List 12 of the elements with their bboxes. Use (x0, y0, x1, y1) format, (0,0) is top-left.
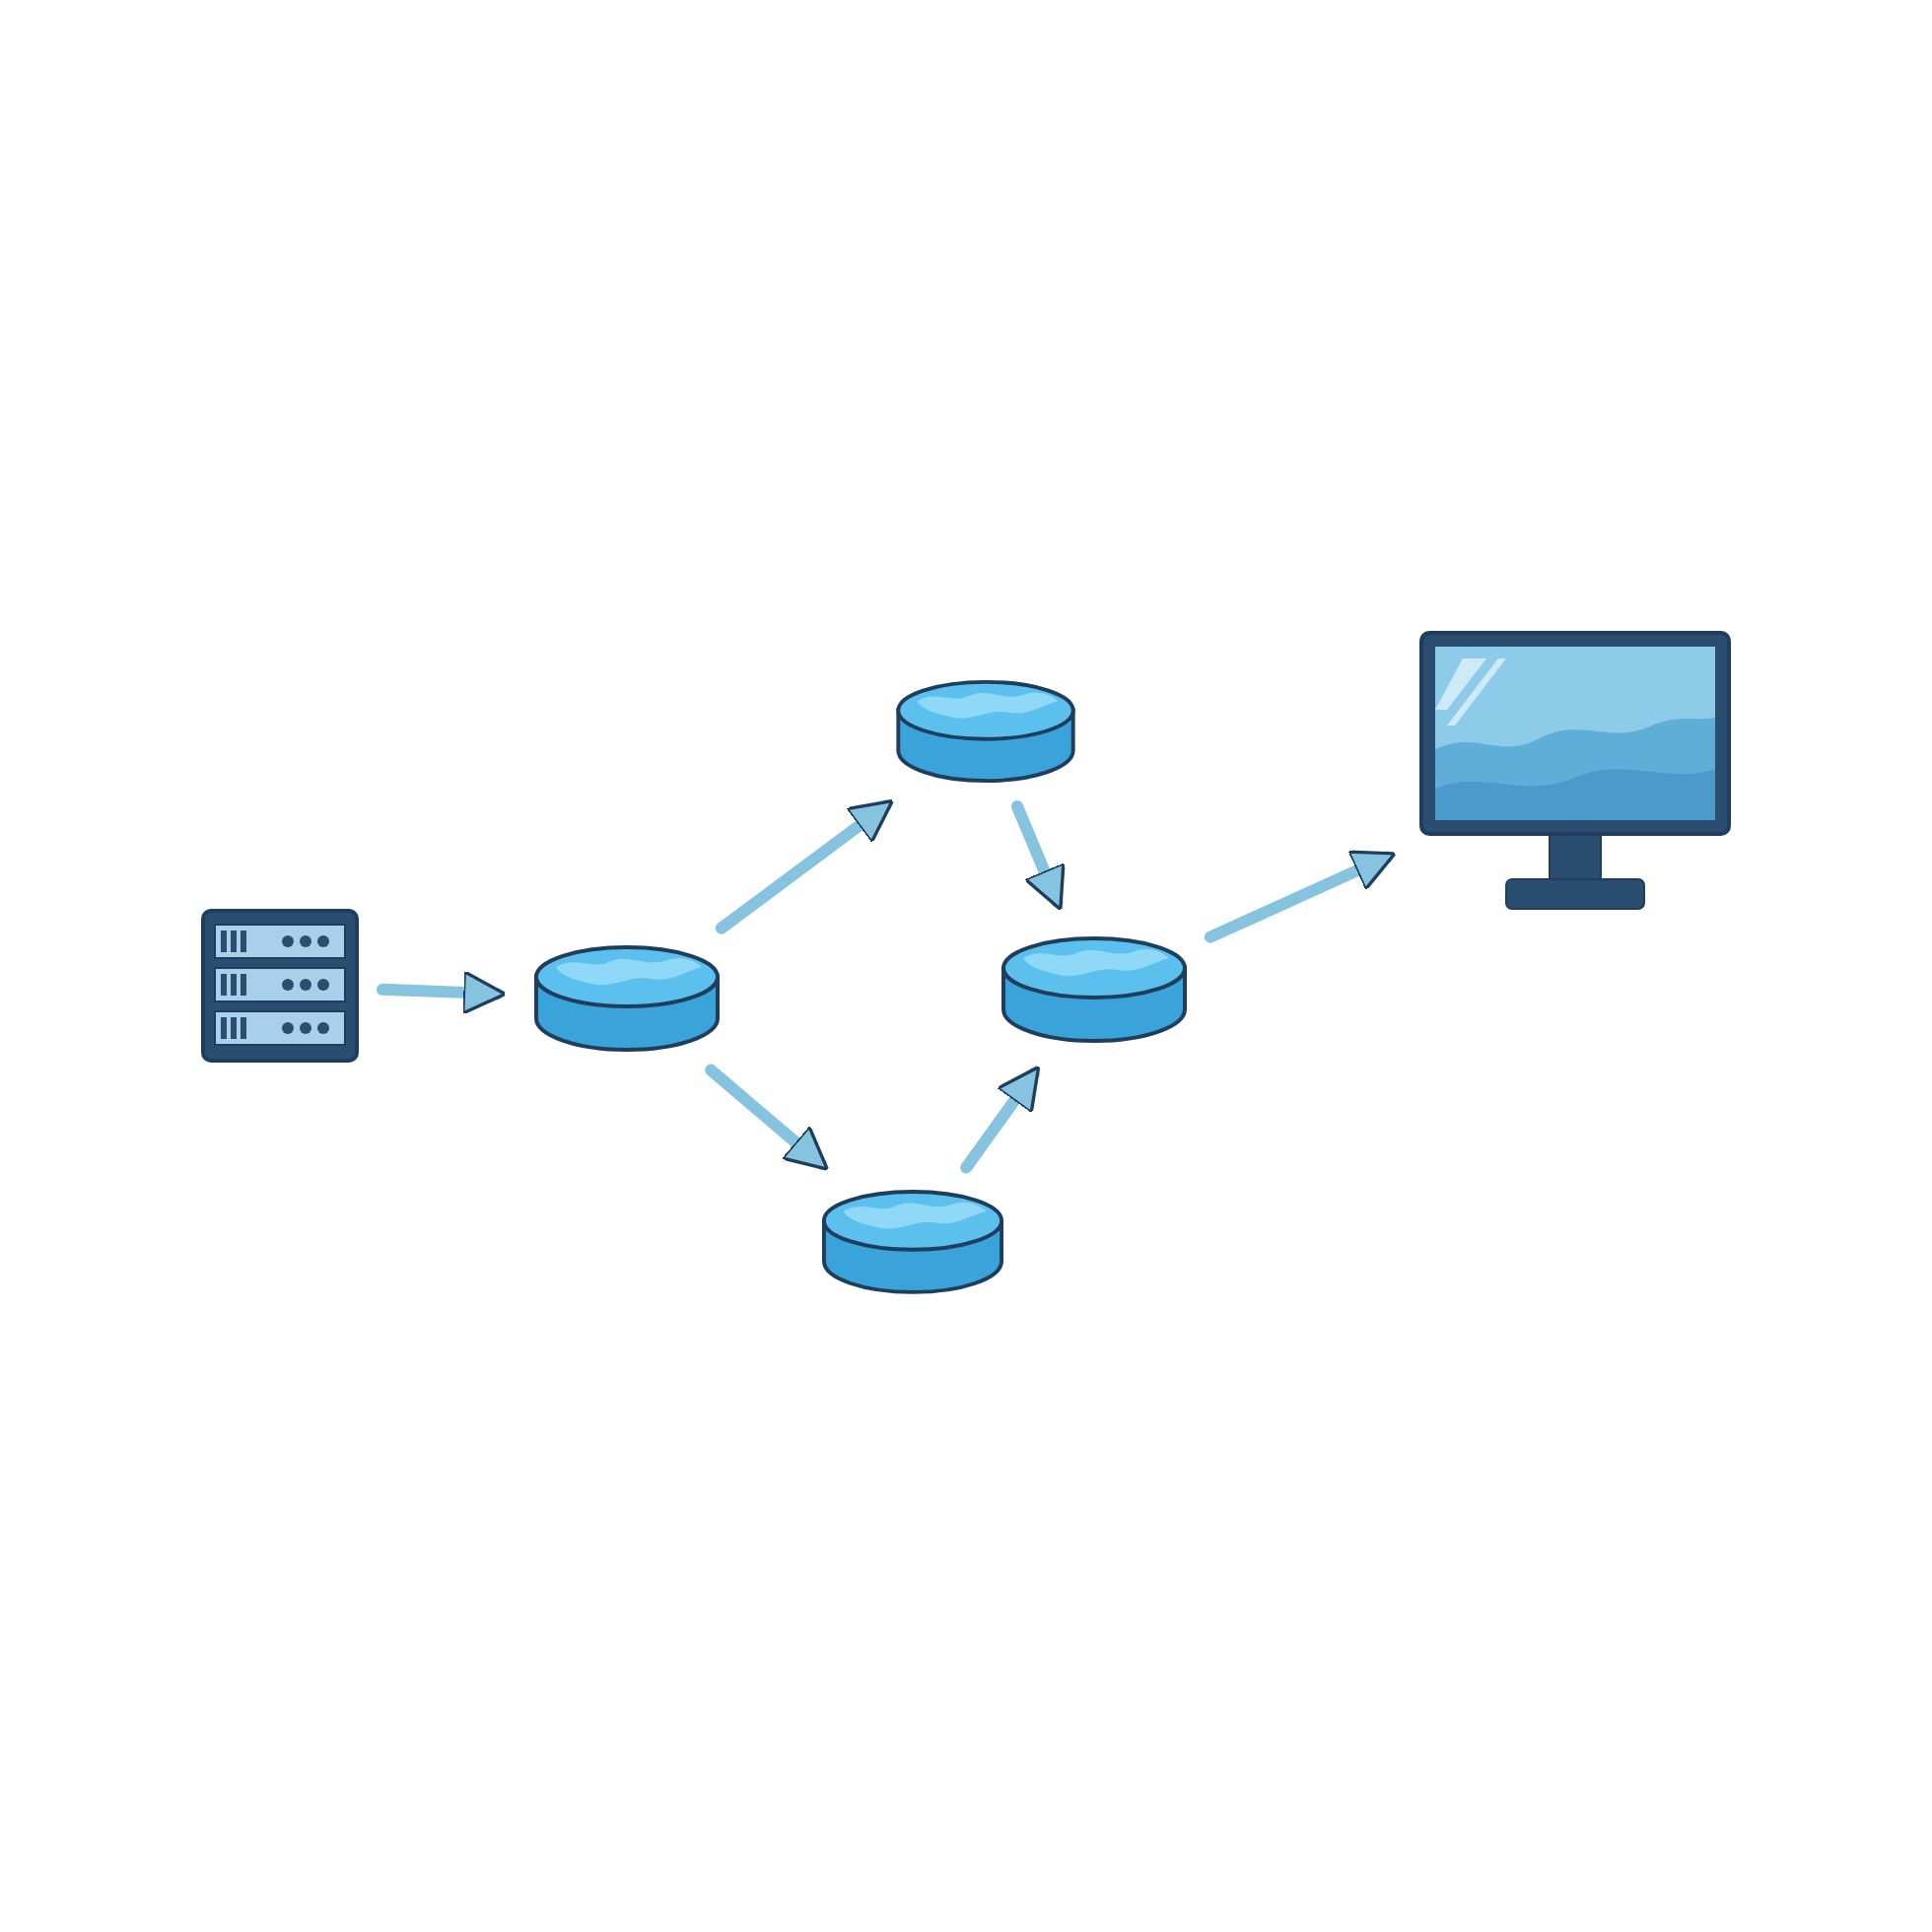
arrow (705, 1064, 829, 1171)
arrow (960, 1065, 1041, 1174)
arrow (715, 798, 894, 934)
arrow (1010, 800, 1066, 912)
arrow (377, 970, 508, 1015)
storage-disk (532, 942, 722, 1055)
arrow (1204, 850, 1397, 943)
storage-disk (1000, 934, 1189, 1045)
storage-disk (891, 678, 1080, 785)
monitor-drawing (1419, 631, 1731, 913)
server-drawing (201, 909, 359, 1063)
storage-disk (820, 1187, 1005, 1297)
